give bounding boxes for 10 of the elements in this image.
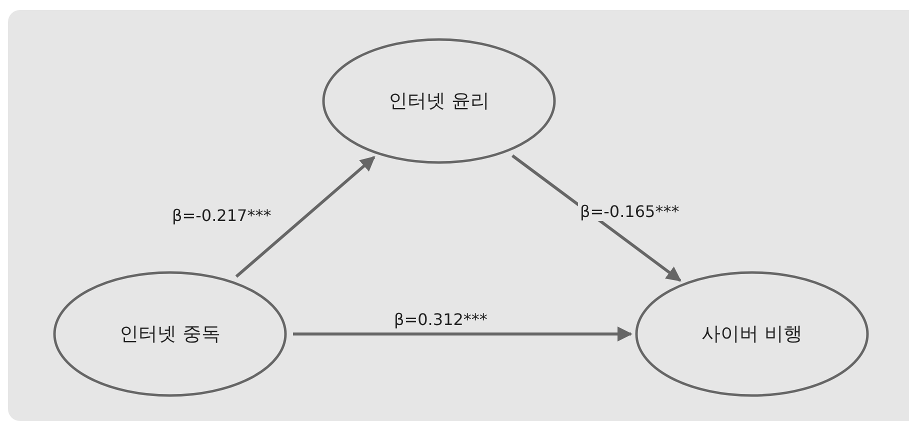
arrow — [293, 326, 632, 342]
node-label: 인터넷 중독 — [118, 322, 222, 347]
ellipse-node — [635, 271, 869, 397]
arrow — [235, 156, 376, 278]
edge-label: β=-0.165*** — [578, 202, 682, 221]
arrow — [511, 154, 682, 282]
node-label: 사이버 비행 — [700, 322, 804, 347]
ellipse-node — [322, 38, 556, 164]
ellipse-node — [53, 271, 287, 397]
node-label: 인터넷 윤리 — [387, 89, 491, 114]
